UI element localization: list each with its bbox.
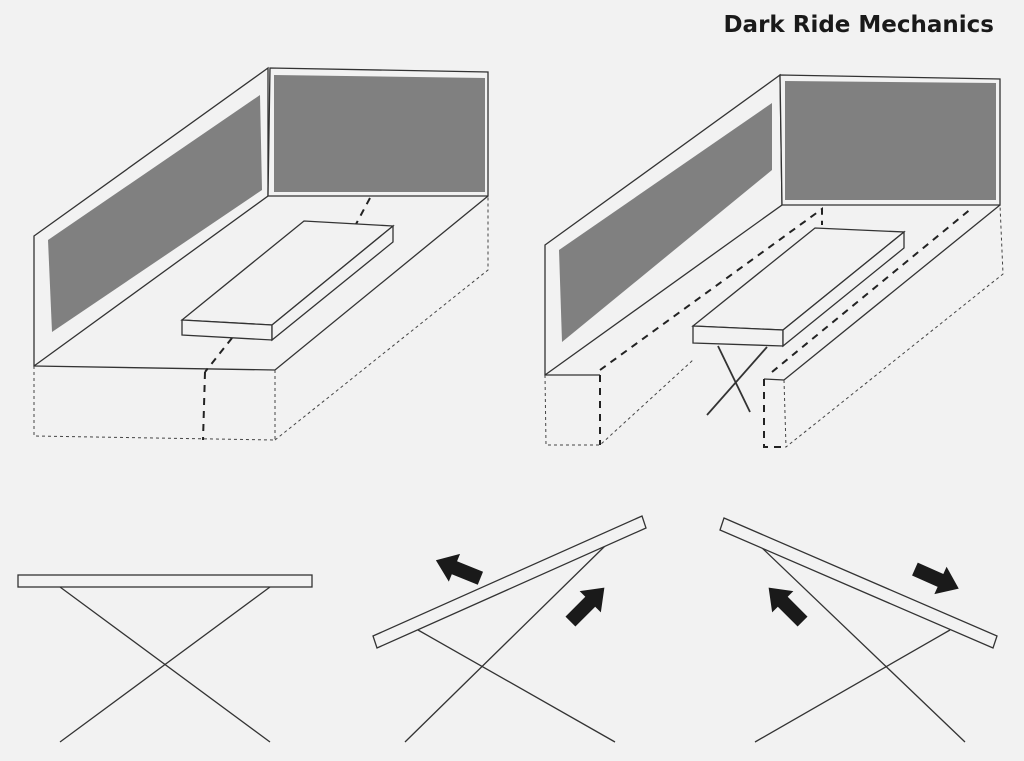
platform-board bbox=[372, 515, 647, 649]
left-screen bbox=[559, 103, 772, 342]
scene-static-floor bbox=[33, 66, 489, 441]
arrow-left-icon bbox=[435, 553, 484, 585]
arrow-up-left-icon bbox=[768, 587, 808, 627]
platform-side bbox=[271, 224, 394, 342]
arrow-right-icon bbox=[912, 562, 959, 595]
platform-top bbox=[180, 220, 395, 326]
left-screen bbox=[48, 95, 262, 332]
lift-tilt-right bbox=[719, 517, 998, 743]
platform-board bbox=[17, 574, 313, 588]
arrow-up-right-icon bbox=[565, 587, 605, 627]
platform-front bbox=[692, 325, 784, 347]
diagram-title: Dark Ride Mechanics bbox=[723, 12, 994, 38]
scene-split-floor bbox=[544, 73, 1004, 449]
back-screen bbox=[785, 81, 996, 200]
lift-level bbox=[17, 574, 313, 743]
floor-edge bbox=[33, 195, 489, 371]
back-screen bbox=[274, 75, 485, 192]
platform-board bbox=[719, 517, 998, 649]
platform-side bbox=[782, 230, 905, 348]
lift-tilt-left bbox=[372, 515, 647, 743]
